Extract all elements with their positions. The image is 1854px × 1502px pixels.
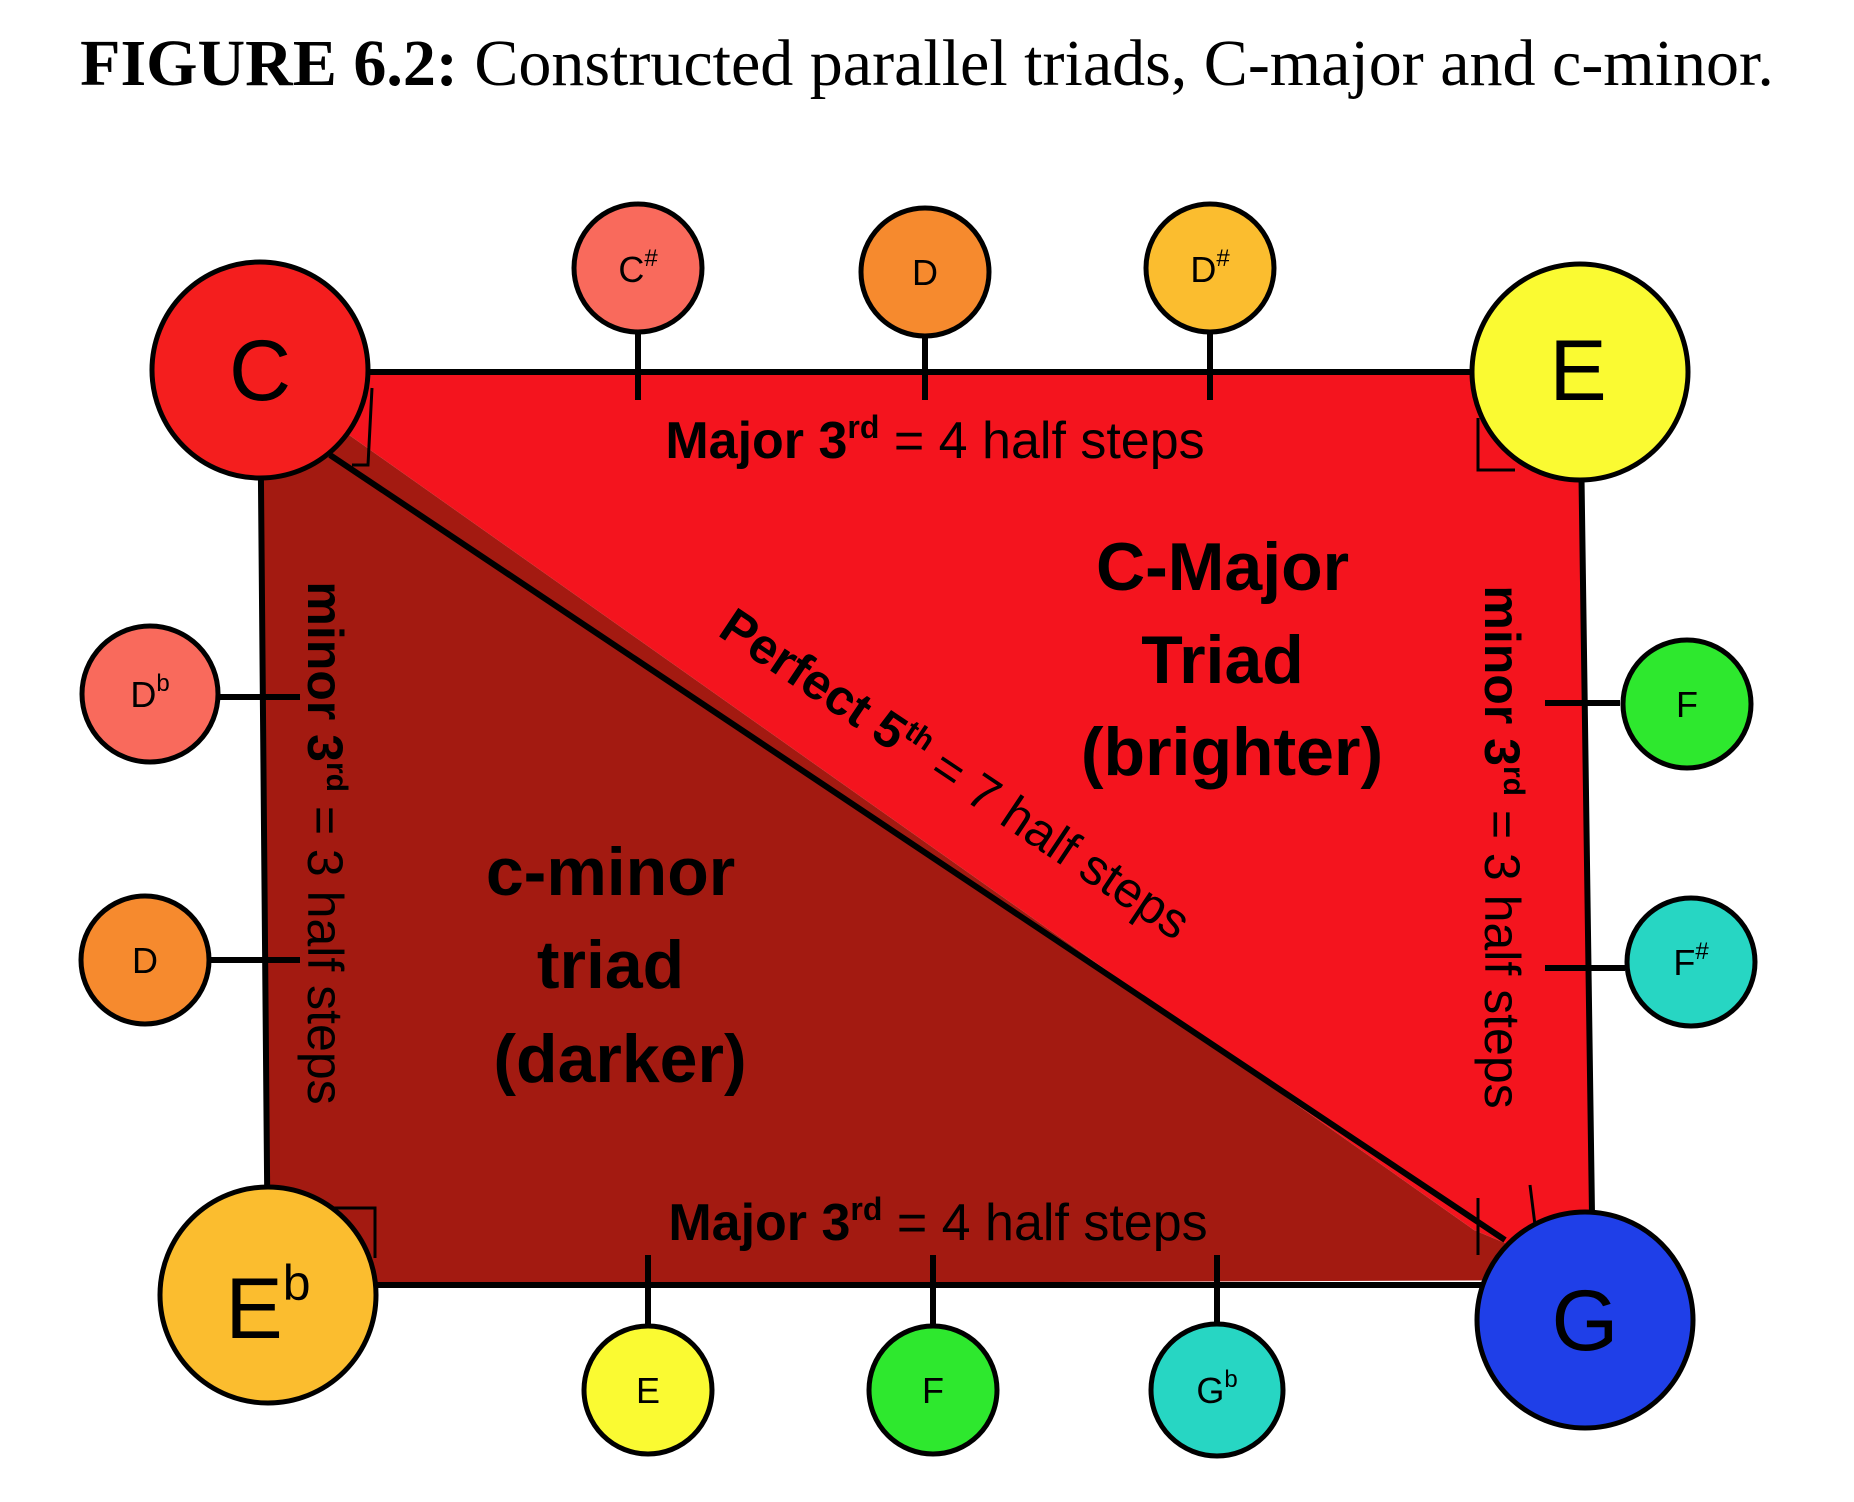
note-circle-c-sharp <box>571 201 705 335</box>
note-label-f-right: F <box>1676 684 1698 725</box>
major-triad-label: C-Major Triad (brighter) <box>1081 529 1383 790</box>
right-angle-mark-c <box>352 387 374 467</box>
note-label-g: G <box>1552 1273 1619 1369</box>
note-label-f-bottom: F <box>922 1370 944 1411</box>
note-label-g-flat: Gb <box>1196 1366 1237 1411</box>
perfect-fifth-line <box>328 452 1507 1243</box>
note-circle-d-flat <box>79 623 221 765</box>
note-label-d-flat: Db <box>130 670 169 715</box>
note-label-c: C <box>229 323 291 419</box>
note-circle-f-right <box>1620 637 1754 771</box>
note-circle-f-sharp <box>1624 895 1758 1029</box>
note-circle-e-bottom <box>581 1323 715 1457</box>
right-angle-mark-e <box>1476 418 1515 472</box>
note-label-eb: Eb <box>225 1255 310 1357</box>
note-label-d-left: D <box>132 940 158 981</box>
note-circle-d-left <box>78 893 212 1027</box>
interval-label-top: Major 3rd = 4 half steps <box>665 409 1204 470</box>
note-circle-e <box>1469 261 1691 483</box>
right-angle-mark-g <box>1476 1184 1537 1255</box>
note-label-e-bottom: E <box>636 1370 660 1411</box>
c-major-region <box>260 372 1593 1280</box>
interval-label-right: minor 3rd = 3 half steps <box>1474 585 1530 1108</box>
interval-label-bottom: Major 3rd = 4 half steps <box>668 1191 1207 1252</box>
note-circle-d-top <box>858 205 992 339</box>
note-label-d-top: D <box>912 252 938 293</box>
note-circle-g <box>1474 1209 1696 1431</box>
note-circle-eb <box>157 1184 379 1406</box>
note-label-f-sharp: F# <box>1673 938 1709 983</box>
note-label-e: E <box>1549 323 1606 419</box>
figure-caption: FIGURE 6.2: Constructed parallel triads,… <box>0 26 1854 102</box>
figure-title: Constructed parallel triads, C-major and… <box>474 27 1774 100</box>
note-label-c-sharp: C# <box>618 245 658 290</box>
minor-triad-label: c-minor triad (darker) <box>486 834 754 1097</box>
note-circle-c <box>149 259 371 481</box>
note-label-d-sharp: D# <box>1190 245 1230 290</box>
note-circle-g-flat <box>1148 1321 1286 1459</box>
c-minor-region <box>260 372 1593 1285</box>
interval-label-left: minor 3rd = 3 half steps <box>297 581 353 1104</box>
figure-number: FIGURE 6.2: <box>80 27 458 100</box>
note-circles <box>78 201 1758 1459</box>
tick-stems <box>208 322 1625 1326</box>
note-circle-d-sharp <box>1143 201 1277 335</box>
note-circle-f-bottom <box>866 1323 1000 1457</box>
